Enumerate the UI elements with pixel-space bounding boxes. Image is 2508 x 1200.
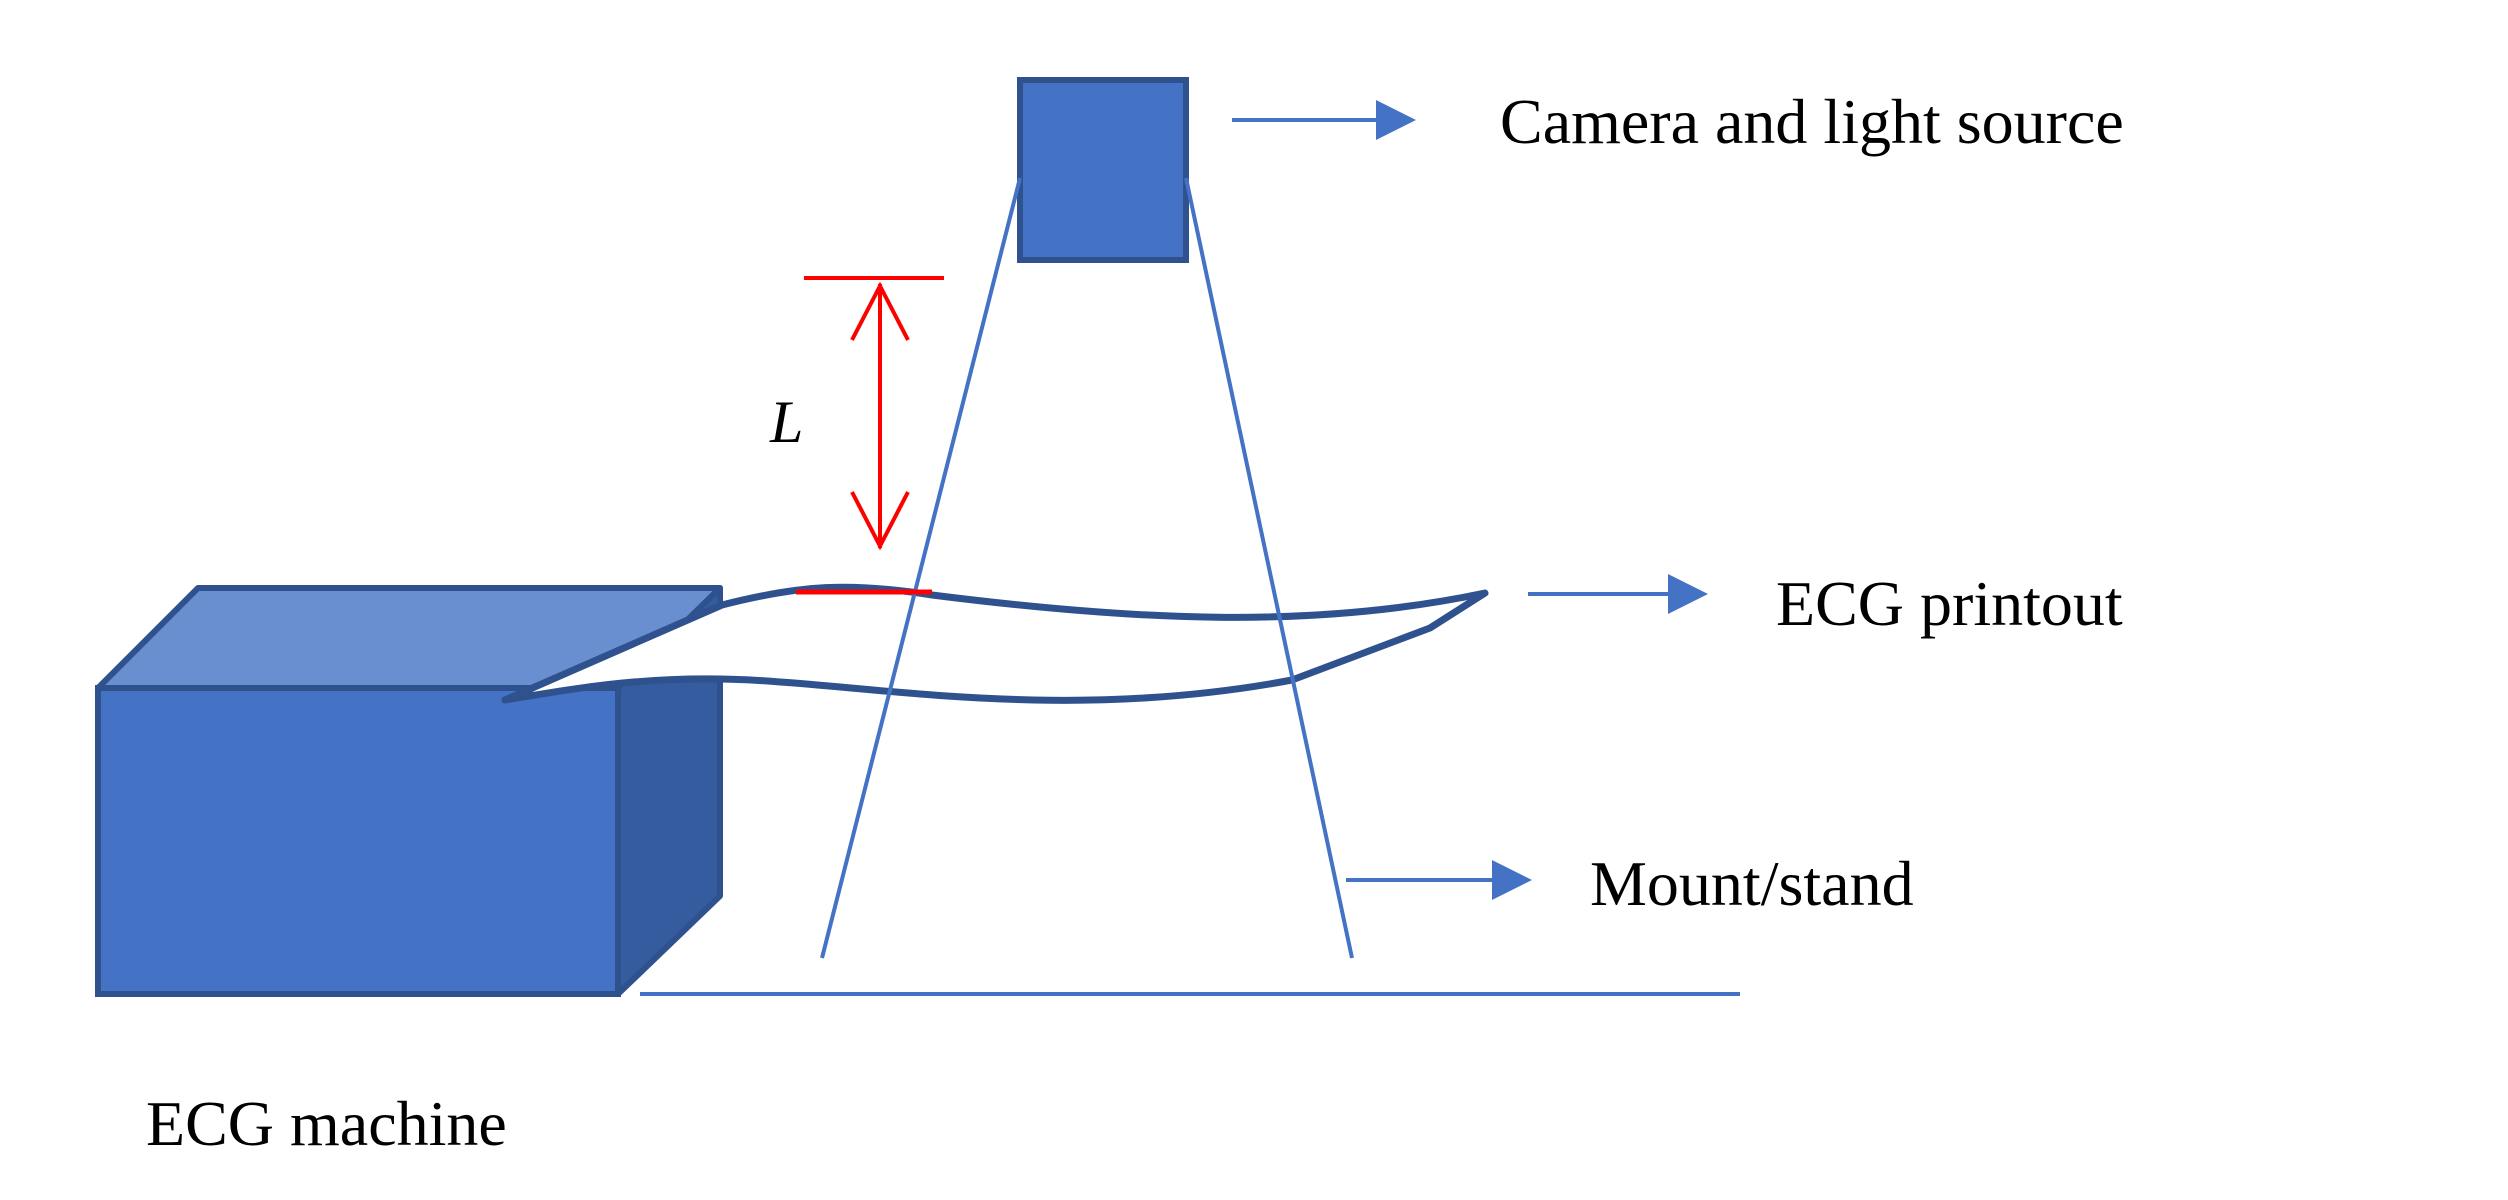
ecg-machine-box: [95, 585, 723, 997]
dimension-arrowhead-up: [850, 281, 910, 341]
camera-box: [1017, 77, 1189, 263]
camera-label: Camera and light source: [1500, 86, 2124, 157]
ecg-machine-front-face: [95, 685, 621, 997]
distance-label: L: [770, 389, 804, 455]
mount-label: Mount/stand: [1590, 848, 1914, 919]
mount-leg-right: [1184, 177, 1354, 959]
machine-label: ECG machine: [146, 1088, 507, 1159]
printout-label: ECG printout: [1776, 568, 2123, 639]
dimension-arrowhead-down: [850, 491, 910, 551]
mount-leg-left: [820, 177, 1022, 959]
distance-dimension: [796, 276, 944, 595]
